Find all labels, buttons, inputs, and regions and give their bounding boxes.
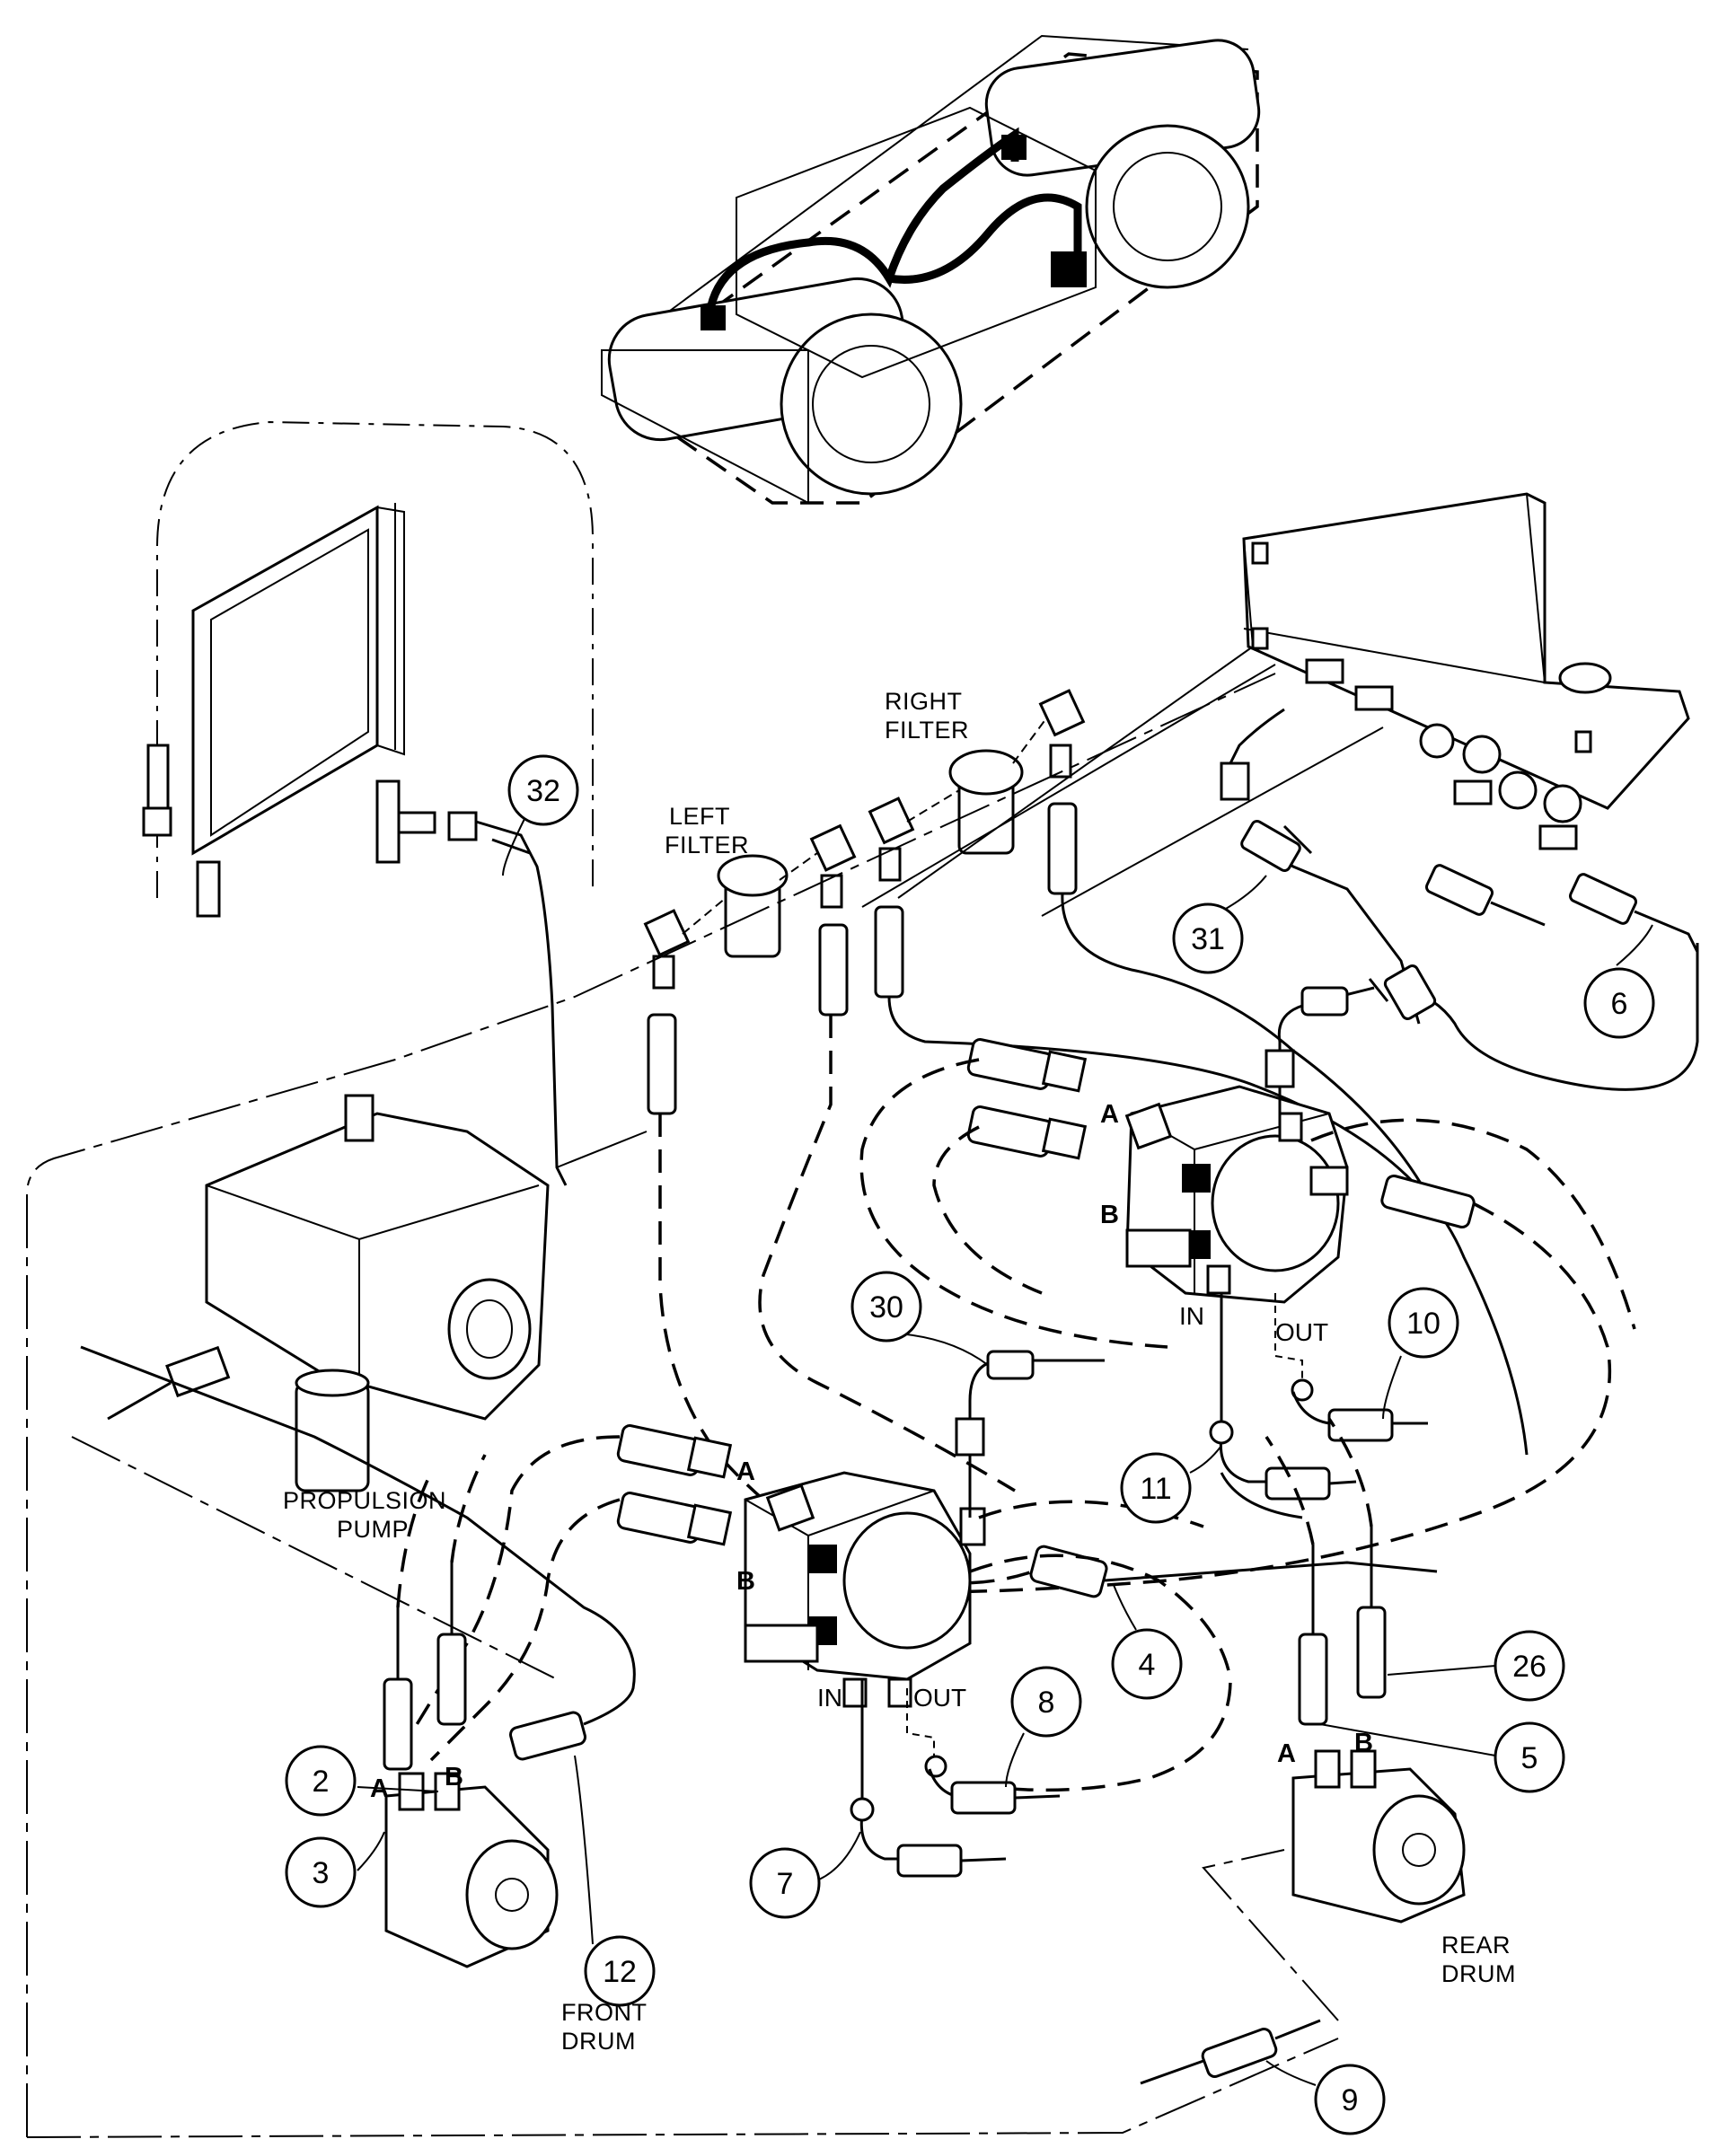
svg-text:12: 12	[603, 1955, 637, 1989]
front-drum-port-b: B	[445, 1763, 463, 1791]
svg-text:9: 9	[1342, 2083, 1359, 2117]
callout-9: 9	[1265, 2060, 1386, 2135]
front-drum-label-line2: DRUM	[561, 2028, 636, 2055]
rear-motor-in-label: IN	[1179, 1302, 1204, 1330]
callout-4: 4	[1111, 1584, 1183, 1700]
callout-26: 26	[1387, 1630, 1565, 1702]
svg-text:30: 30	[869, 1290, 903, 1325]
machine-overview	[601, 34, 1261, 505]
front-motor-out-label: OUT	[913, 1684, 966, 1712]
svg-text:4: 4	[1139, 1648, 1156, 1682]
front-motor-port-a: A	[736, 1457, 755, 1486]
svg-text:10: 10	[1406, 1307, 1441, 1341]
rear-drum-port-b: B	[1354, 1729, 1373, 1757]
svg-text:3: 3	[313, 1856, 330, 1890]
front-motor-port-b: B	[736, 1567, 755, 1596]
callout-3: 3	[285, 1831, 385, 1908]
callout-2: 2	[285, 1745, 439, 1817]
rear-drive-motor	[1124, 1085, 1349, 1304]
callouts: 32 31 6 30 10 11 4	[285, 754, 1655, 2135]
hydraulic-tank	[1242, 492, 1690, 850]
front-motor-in-label: IN	[817, 1684, 842, 1712]
left-filter	[643, 823, 857, 990]
callout-31: 31	[1172, 875, 1267, 974]
callout-12: 12	[574, 1755, 656, 2007]
svg-text:32: 32	[526, 774, 560, 808]
svg-text:5: 5	[1521, 1741, 1538, 1775]
rear-drum-motor	[1265, 1418, 1466, 1924]
svg-text:8: 8	[1038, 1686, 1055, 1720]
propulsion-pump	[107, 1094, 550, 1492]
svg-text:11: 11	[1140, 1472, 1171, 1506]
right-filter-label-line2: FILTER	[885, 717, 969, 744]
propulsion-pump-label-line2: PUMP	[337, 1516, 409, 1543]
case-drain-lines	[26, 673, 1339, 2138]
callout-6: 6	[1583, 924, 1655, 1039]
svg-text:6: 6	[1611, 987, 1628, 1021]
callout-8: 8	[1005, 1666, 1082, 1788]
right-filter-label-line1: RIGHT	[885, 688, 963, 715]
oil-cooler	[142, 420, 594, 1186]
propulsion-pump-label-line1: PROPULSION	[283, 1487, 446, 1514]
rear-motor-hoses	[807, 708, 1699, 1595]
front-drive-motor	[744, 1471, 986, 1708]
callout-5: 5	[1319, 1721, 1565, 1793]
svg-text:7: 7	[777, 1867, 794, 1901]
svg-text:26: 26	[1512, 1650, 1547, 1684]
callout-7: 7	[749, 1831, 861, 1919]
callout-32: 32	[502, 754, 579, 876]
callout-10: 10	[1382, 1287, 1459, 1420]
lower-in-out-hoses	[850, 1679, 1061, 1878]
filter-hoses	[556, 646, 1529, 1585]
rear-motor-port-b: B	[1100, 1201, 1119, 1229]
port-labels: A B A B A B A B IN OUT IN OUT	[370, 1100, 1373, 1803]
left-filter-label-line1: LEFT	[669, 803, 730, 830]
rear-drum-label-line2: DRUM	[1441, 1960, 1516, 1987]
callout-11: 11	[1120, 1445, 1222, 1524]
svg-text:2: 2	[313, 1765, 330, 1799]
rear-drum-port-a: A	[1277, 1739, 1296, 1768]
rear-motor-port-a: A	[1100, 1100, 1119, 1129]
component-labels: LEFT FILTER RIGHT FILTER PROPULSION PUMP…	[283, 688, 1516, 2055]
left-filter-label-line2: FILTER	[665, 832, 749, 858]
front-motor-hoses	[393, 1350, 1438, 1792]
rear-drum-label-line1: REAR	[1441, 1932, 1511, 1959]
right-filter	[868, 689, 1086, 882]
rear-motor-out-label: OUT	[1275, 1318, 1328, 1346]
svg-text:31: 31	[1191, 922, 1225, 956]
callout-30: 30	[850, 1271, 989, 1366]
upper-in-out-hoses	[1209, 1293, 1428, 1519]
front-drum-motor	[80, 1345, 636, 1968]
